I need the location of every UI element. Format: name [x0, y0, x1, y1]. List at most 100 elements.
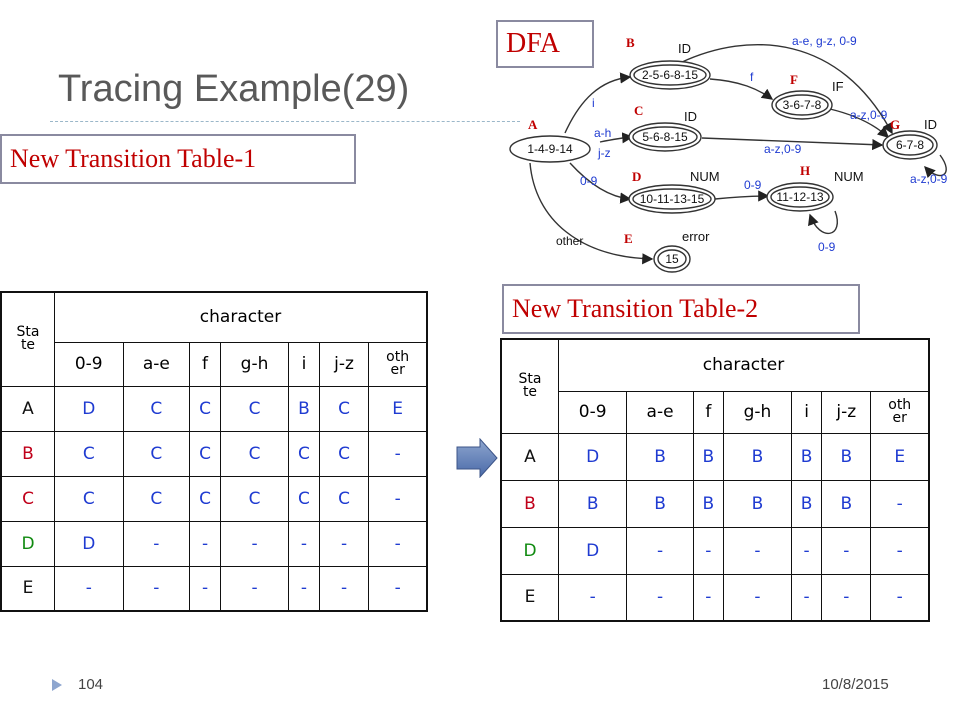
edge-label-d-h: 0-9 — [744, 178, 762, 192]
table-cell: - — [368, 475, 428, 522]
edge-label-h-h: 0-9 — [818, 240, 836, 254]
col-header: g-h — [219, 341, 290, 387]
slide-date: 10/8/2015 — [822, 676, 889, 693]
page-number: 104 — [78, 676, 104, 693]
col-header: a-e — [122, 341, 191, 387]
table-cell: - — [692, 526, 724, 575]
table-cell: B — [626, 432, 694, 481]
table-cell: - — [122, 565, 191, 612]
state-b-node — [633, 64, 707, 86]
edge-a-d — [569, 162, 632, 204]
table-cell: - — [288, 520, 320, 567]
state-g-node — [886, 134, 934, 156]
table-cell: - — [821, 526, 872, 575]
table-cell: E — [368, 385, 428, 432]
table-cell: C — [318, 430, 370, 477]
row-state: D — [0, 520, 55, 567]
state-a-node — [509, 135, 591, 163]
dfa-diagram: 1-4-9-14 2-5-6-8-15 5-6-8-15 3-6-7-8 6-7… — [509, 34, 948, 273]
table-cell: - — [557, 573, 628, 622]
table-cell: C — [318, 385, 370, 432]
state-b-tag: ID — [678, 41, 691, 56]
table-cell: - — [821, 573, 872, 622]
title-divider — [50, 121, 520, 122]
table-cell: - — [318, 565, 370, 612]
table-cell: D — [557, 526, 628, 575]
table-cell: B — [557, 479, 628, 528]
character-header: character — [558, 338, 930, 392]
table-cell: B — [791, 432, 823, 481]
state-g-name: 6-7-8 — [896, 138, 924, 152]
col-header: i — [791, 390, 823, 434]
table-cell: C — [288, 475, 320, 522]
table-cell: C — [54, 430, 124, 477]
row-state: E — [0, 565, 55, 612]
table-cell: - — [870, 573, 930, 622]
col-header: g-h — [722, 390, 793, 434]
state-c-name: 5-6-8-15 — [642, 130, 688, 144]
table-cell: - — [626, 573, 694, 622]
table-cell: - — [318, 520, 370, 567]
table-cell: B — [791, 479, 823, 528]
dfa-label: DFA — [496, 20, 594, 68]
edge-b-g — [679, 43, 893, 135]
row-state: B — [0, 430, 55, 477]
state-g-tag: ID — [924, 117, 937, 132]
state-f-name: 3-6-7-8 — [783, 98, 822, 112]
row-state: A — [0, 385, 55, 432]
edge-label-c-g: a-z,0-9 — [764, 142, 802, 156]
table-cell: - — [189, 565, 221, 612]
table-cell: C — [288, 430, 320, 477]
table-row: E - - - - - - - — [0, 565, 428, 612]
table-cell: - — [189, 520, 221, 567]
footer-bullet-icon — [52, 679, 62, 691]
edge-label-a-e: other — [556, 234, 583, 248]
state-d-letter: D — [632, 169, 641, 184]
other-header-line1: oth — [888, 397, 912, 413]
table-row: B C C C C C C - — [0, 430, 428, 477]
edge-a-b — [564, 72, 632, 134]
edge-f-g — [829, 108, 890, 138]
state-e-tag: error — [682, 229, 710, 244]
table-cell: C — [219, 475, 290, 522]
table-cell: - — [219, 520, 290, 567]
table-cell: C — [122, 430, 191, 477]
state-d-tag: NUM — [690, 169, 720, 184]
right-arrow-icon — [456, 438, 498, 478]
edge-a-e — [529, 162, 654, 265]
table-cell: - — [722, 573, 793, 622]
table-row: D D - - - - - - — [0, 520, 428, 567]
state-h-tag: NUM — [834, 169, 864, 184]
row-state: D — [500, 526, 559, 575]
col-header: 0-9 — [557, 390, 628, 434]
col-header: a-e — [626, 390, 694, 434]
state-d-name: 10-11-13-15 — [640, 192, 705, 206]
col-header: i — [288, 341, 320, 387]
table-cell: - — [791, 573, 823, 622]
character-header: character — [54, 291, 428, 343]
table-cell: C — [122, 475, 191, 522]
table-row: A D B B B B B E — [500, 432, 930, 481]
table-cell: B — [821, 432, 872, 481]
table-cell: - — [368, 430, 428, 477]
table-cell: - — [870, 479, 930, 528]
col-header: j-z — [318, 341, 370, 387]
table-cell: C — [189, 430, 221, 477]
edge-label-a-d: 0-9 — [580, 174, 598, 188]
edge-label-g-g: a-z,0-9 — [910, 172, 948, 186]
table-cell: - — [368, 520, 428, 567]
table-cell: B — [626, 479, 694, 528]
table-cell: - — [288, 565, 320, 612]
table-cell: D — [54, 385, 124, 432]
state-h-name: 11-12-13 — [776, 190, 823, 204]
edge-b-f — [709, 78, 774, 100]
state-b-letter: B — [626, 35, 635, 50]
table-cell: C — [219, 385, 290, 432]
table-cell: E — [870, 432, 930, 481]
table-cell: - — [791, 526, 823, 575]
other-header-line1: oth — [386, 349, 410, 365]
table-row: C C C C C C C - — [0, 475, 428, 522]
state-c-letter: C — [634, 103, 643, 118]
